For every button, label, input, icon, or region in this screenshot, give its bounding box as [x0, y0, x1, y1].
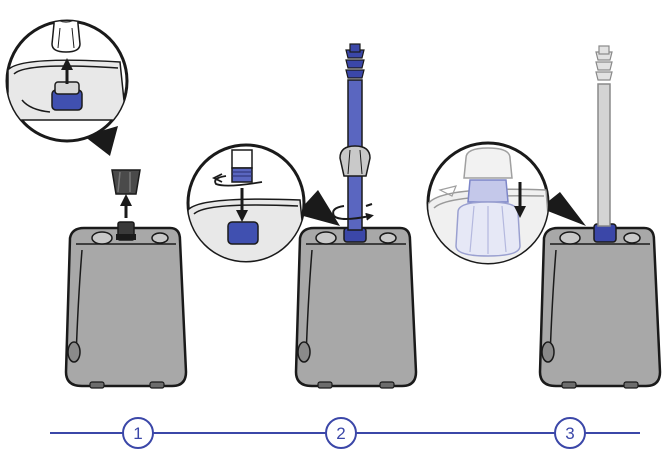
device-step-3 — [538, 226, 662, 389]
tube-step-2 — [339, 43, 371, 243]
magnifier-callout-icon — [426, 141, 586, 265]
magnifier-callout-icon — [5, 19, 129, 156]
rotate-icon — [332, 203, 374, 221]
step-marker-1: 1 — [122, 417, 154, 449]
magnifier-callout-icon — [186, 143, 340, 263]
removed-cap — [111, 169, 141, 195]
device-step-1 — [64, 221, 188, 389]
step-number: 2 — [336, 424, 345, 443]
device-step-2 — [294, 226, 418, 389]
step-marker-3: 3 — [554, 417, 586, 449]
tube-step-3 — [593, 45, 617, 243]
step-timeline: 1 2 3 — [50, 417, 640, 449]
step-number: 1 — [133, 424, 142, 443]
step-marker-2: 2 — [325, 417, 357, 449]
step-number: 3 — [565, 424, 574, 443]
